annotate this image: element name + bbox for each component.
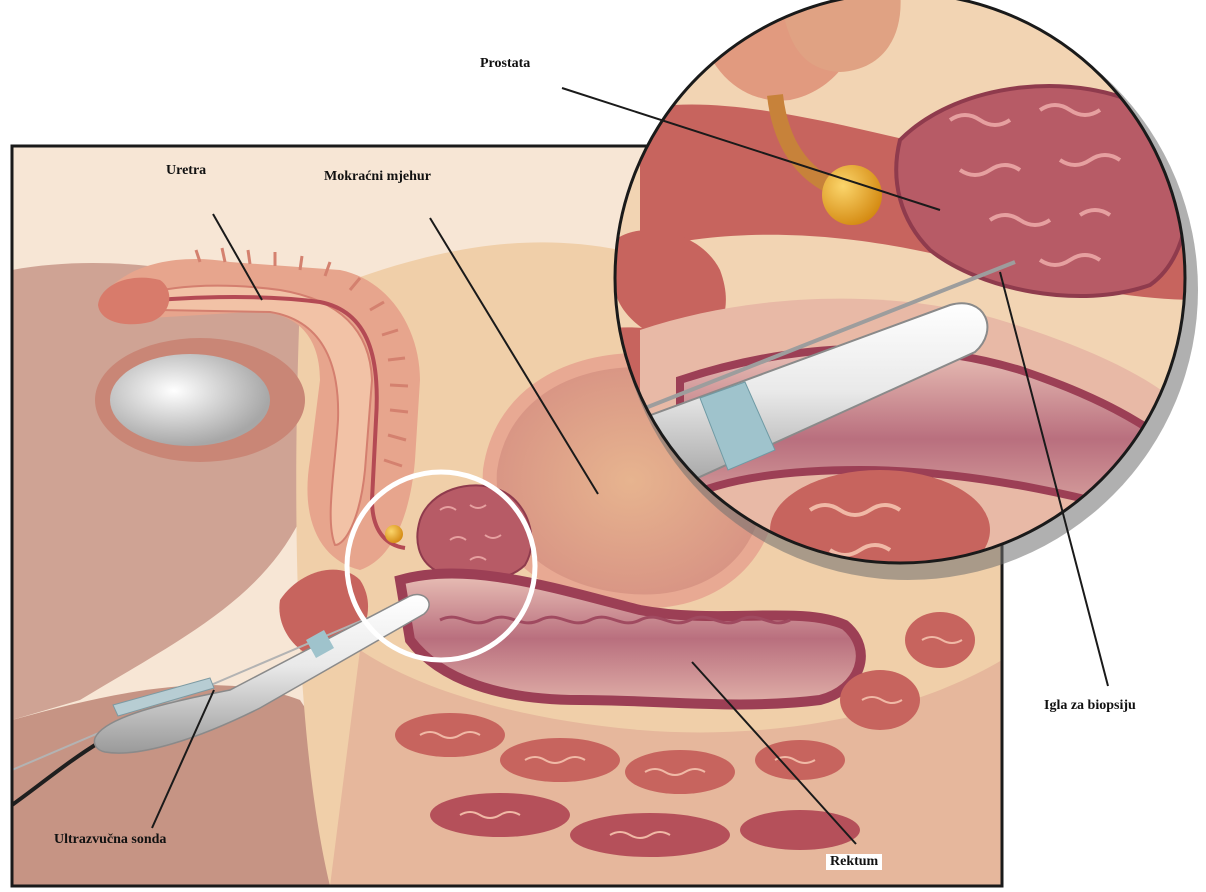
ultrasound-probe-label: Ultrazvučna sonda <box>54 832 166 848</box>
testis <box>110 354 270 446</box>
biopsy-needle-label: Igla za biopsiju <box>1044 698 1136 714</box>
bladder-label: Mokraćni mjehur <box>324 169 431 185</box>
rectum-label: Rektum <box>826 854 882 870</box>
prostate-small <box>417 485 531 580</box>
seminal-gland-small <box>385 525 403 543</box>
prostate-label: Prostata <box>480 56 530 72</box>
urethra-label: Uretra <box>166 163 206 179</box>
